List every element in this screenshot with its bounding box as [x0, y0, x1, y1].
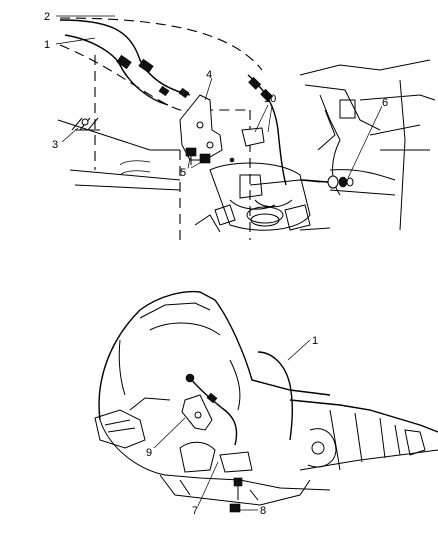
cable-to-lever	[189, 377, 238, 446]
transmission-bellhousing	[98, 290, 331, 421]
callout-5: 5	[180, 167, 186, 179]
transmission-mount	[94, 409, 146, 449]
bolt-nut-5	[185, 147, 211, 165]
callout-1-bottom: 1	[312, 335, 318, 347]
tunnel-outline	[59, 17, 263, 170]
callout-8: 8	[260, 505, 266, 517]
callout-10: 10	[264, 93, 276, 105]
callout-3: 3	[52, 139, 58, 151]
gearshift-cable-1	[64, 34, 169, 106]
callout-2: 2	[44, 11, 50, 23]
callout-6: 6	[382, 97, 388, 109]
callout-4: 4	[206, 69, 212, 81]
transmission-top	[194, 162, 321, 233]
leaders-bottom	[153, 339, 311, 511]
cable-clip	[241, 127, 265, 147]
callout-1-top: 1	[44, 39, 50, 51]
cable-6	[299, 179, 331, 183]
cable-fitting	[158, 85, 170, 97]
linkage-pivot	[81, 118, 89, 126]
cable-10	[247, 74, 287, 186]
leaders-top	[55, 15, 383, 179]
grommet-6	[327, 175, 354, 189]
bottom-view	[94, 290, 438, 513]
callout-9: 9	[146, 447, 152, 459]
callout-labels: 2 1 3 4 5 10 6 1 9 7 8	[44, 11, 388, 517]
bolt-8	[233, 477, 243, 487]
vehicle-structure-right	[299, 59, 436, 231]
shift-cable-1-lower	[257, 351, 293, 441]
oil-pan	[159, 474, 311, 506]
cable-fitting	[178, 87, 190, 99]
callout-7: 7	[192, 505, 198, 517]
gearshift-cable-2	[59, 19, 191, 96]
cable-fitting	[138, 58, 154, 74]
cable-fitting	[116, 54, 132, 70]
cable-end	[185, 373, 195, 383]
top-view	[57, 17, 436, 240]
extension-housing	[289, 399, 438, 433]
